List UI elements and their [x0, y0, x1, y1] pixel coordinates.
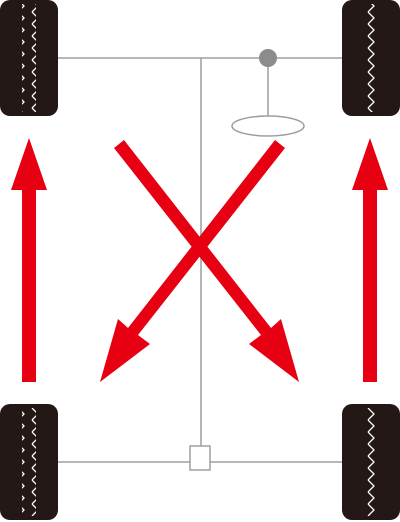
arrow-front-left-to-rear-right	[114, 140, 299, 382]
steering-knob	[259, 49, 277, 67]
steering-wheel	[231, 115, 305, 137]
front-right-tire	[342, 0, 400, 116]
tread-pattern	[364, 4, 378, 112]
front-left-tire	[0, 0, 58, 116]
tread-pattern	[364, 408, 378, 516]
arrow-rear-right-to-front-right	[352, 138, 388, 382]
differential-box	[189, 445, 211, 471]
arrow-rear-left-to-front-left	[11, 138, 47, 382]
tread-pattern	[22, 4, 36, 112]
rear-right-tire	[342, 404, 400, 520]
rotation-arrows	[11, 138, 388, 382]
chassis	[58, 49, 344, 471]
arrow-front-right-to-rear-left	[100, 140, 285, 382]
rear-left-tire	[0, 404, 58, 520]
tread-pattern	[22, 408, 36, 516]
